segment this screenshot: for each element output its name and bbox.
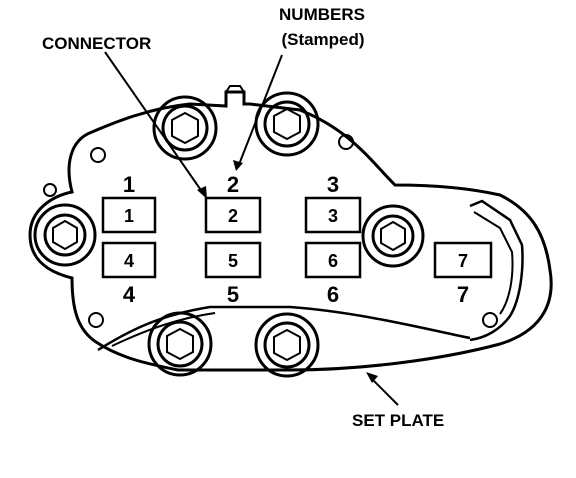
- connector-callout: CONNECTOR: [42, 34, 151, 53]
- stamped-number-3: 3: [327, 172, 339, 197]
- plate-outline: [28, 90, 553, 372]
- connector-box-label-2: 2: [228, 206, 238, 226]
- set-plate-inner-edge: [111, 312, 216, 347]
- connector-box-1: [101, 196, 157, 234]
- stamped-number-6: 6: [327, 282, 339, 307]
- bolt-right: [361, 204, 425, 268]
- connector-box-6: [304, 241, 362, 279]
- set-plate-arrowhead: [366, 372, 378, 383]
- connector-arrowhead: [197, 186, 207, 199]
- mount-hole: [338, 134, 354, 150]
- mount-hole: [43, 183, 57, 197]
- connector-box-label-1: 1: [124, 206, 134, 226]
- stamped-number-4: 4: [123, 282, 136, 307]
- connector-box-label-6: 6: [328, 251, 338, 271]
- connector-box-label-3: 3: [328, 206, 338, 226]
- connector-box-4: [101, 241, 157, 279]
- stamped-number-7: 7: [457, 282, 469, 307]
- connector-box-2: [204, 196, 262, 234]
- connector-box-7: [433, 241, 493, 279]
- numbers-leader: [237, 54, 283, 168]
- connector-box-label-7: 7: [458, 251, 468, 271]
- mount-hole: [90, 147, 106, 163]
- stamped-number-1: 1: [123, 172, 135, 197]
- connector-box-5: [204, 241, 262, 279]
- numbers-stamped-callout: (Stamped): [281, 30, 364, 49]
- numbers-callout: NUMBERS: [279, 5, 365, 24]
- bolt-bottom-right: [254, 312, 320, 378]
- set-plate-callout: SET PLATE: [352, 411, 444, 430]
- bolt-left: [33, 203, 97, 267]
- bolt-top-right: [254, 91, 320, 157]
- connector-leader: [104, 51, 206, 197]
- connector-box-label-5: 5: [228, 251, 238, 271]
- mount-hole: [482, 312, 498, 328]
- numbers-arrowhead: [233, 160, 243, 171]
- plate-tab: [225, 85, 245, 93]
- mount-hole: [88, 312, 104, 328]
- bolt-bottom-left: [147, 311, 213, 377]
- connector-box-label-4: 4: [124, 251, 134, 271]
- right-hook-inner: [473, 211, 514, 315]
- stamped-number-2: 2: [227, 172, 239, 197]
- stamped-number-5: 5: [227, 282, 239, 307]
- right-hook: [469, 199, 524, 342]
- bolt-top-left: [152, 95, 218, 161]
- connector-box-3: [304, 196, 362, 234]
- set-plate: [97, 305, 471, 352]
- set-plate-leader: [369, 376, 399, 406]
